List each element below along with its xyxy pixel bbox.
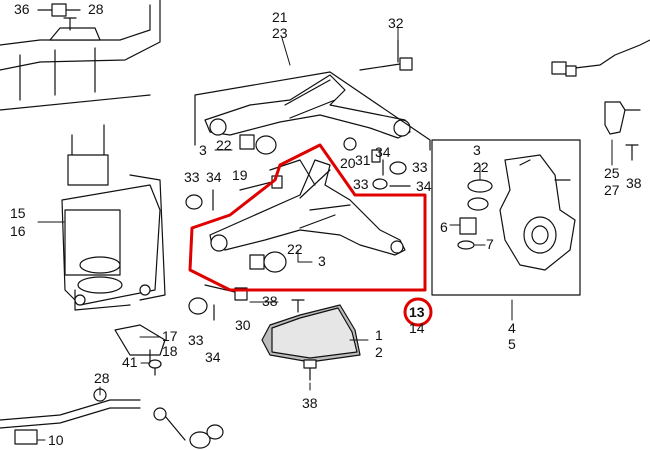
- callout-7: 7: [486, 236, 494, 252]
- callout-34-a: 34: [375, 144, 391, 160]
- upper-bushing: [239, 134, 277, 155]
- callout-3-lower: 3: [318, 253, 326, 269]
- callout-3-upper: 3: [199, 142, 207, 158]
- callout-19: 19: [232, 167, 248, 183]
- callout-1: 1: [375, 327, 383, 343]
- callout-16: 16: [10, 223, 26, 239]
- callout-5: 5: [508, 336, 516, 352]
- subframe: [61, 124, 166, 311]
- callout-33-left: 33: [184, 169, 200, 185]
- highlight-outline: [188, 143, 433, 327]
- upper-arm: [194, 71, 431, 151]
- nut-33-lower: [188, 297, 208, 315]
- callout-30: 30: [235, 317, 251, 333]
- callout-18: 18: [162, 343, 178, 359]
- body-frame: [0, 0, 161, 111]
- stabilizer-link: [153, 407, 224, 449]
- callout-34-b: 34: [416, 178, 432, 194]
- callout-23: 23: [272, 25, 288, 41]
- callout-4: 4: [508, 320, 516, 336]
- callout-22-upper: 22: [216, 137, 232, 153]
- callout-32: 32: [388, 15, 404, 31]
- callout-21: 21: [272, 9, 288, 25]
- bolt-41: [148, 359, 162, 376]
- knuckle-frame: [431, 139, 581, 296]
- callout-38-mid: 38: [262, 293, 278, 309]
- callout-13: 13: [409, 304, 425, 320]
- callout-38-right: 38: [626, 175, 642, 191]
- bracket-17: [114, 324, 166, 366]
- callout-22-knuckle: 22: [473, 159, 489, 175]
- bracket-25: [604, 101, 641, 135]
- knuckle-parts: [457, 179, 493, 250]
- bolt-38-mid: [291, 299, 305, 313]
- nut-cluster: [343, 137, 411, 190]
- splash-shield: [261, 304, 361, 363]
- callout-20: 20: [340, 155, 356, 171]
- bolt-38-bottom: [303, 359, 317, 381]
- nut-28-top: [63, 17, 77, 31]
- callout-31: 31: [355, 152, 371, 168]
- stabilizer-bar: [0, 388, 141, 445]
- callout-33-b: 33: [353, 176, 369, 192]
- callout-34-left: 34: [206, 169, 222, 185]
- callout-34-low: 34: [205, 349, 221, 365]
- bolt-36: [37, 3, 81, 17]
- callout-17: 17: [162, 328, 178, 344]
- callout-28-bottom: 28: [94, 370, 110, 386]
- callout-22-lower: 22: [287, 241, 303, 257]
- bolt-38-right: [625, 144, 639, 161]
- callout-3-knuckle: 3: [473, 142, 481, 158]
- callout-25: 25: [604, 165, 620, 181]
- callout-10: 10: [48, 432, 64, 448]
- callout-15: 15: [10, 205, 26, 221]
- callout-33-low: 33: [188, 332, 204, 348]
- callout-33-a: 33: [412, 159, 428, 175]
- callout-27: 27: [604, 182, 620, 198]
- callout-28-top: 28: [88, 1, 104, 17]
- bolt-32: [359, 39, 413, 71]
- callout-36: 36: [14, 1, 30, 17]
- lower-arm: [209, 159, 406, 256]
- callout-38-bottom: 38: [302, 395, 318, 411]
- callout-6: 6: [440, 219, 448, 235]
- leader-lines: [37, 27, 613, 441]
- callout-2: 2: [375, 344, 383, 360]
- sensor-cable: [551, 39, 650, 77]
- nut-33-left: [185, 189, 214, 211]
- callout-41: 41: [122, 354, 138, 370]
- knuckle: [499, 154, 576, 271]
- lower-bushing: [249, 251, 287, 273]
- callout-14: 14: [409, 320, 425, 336]
